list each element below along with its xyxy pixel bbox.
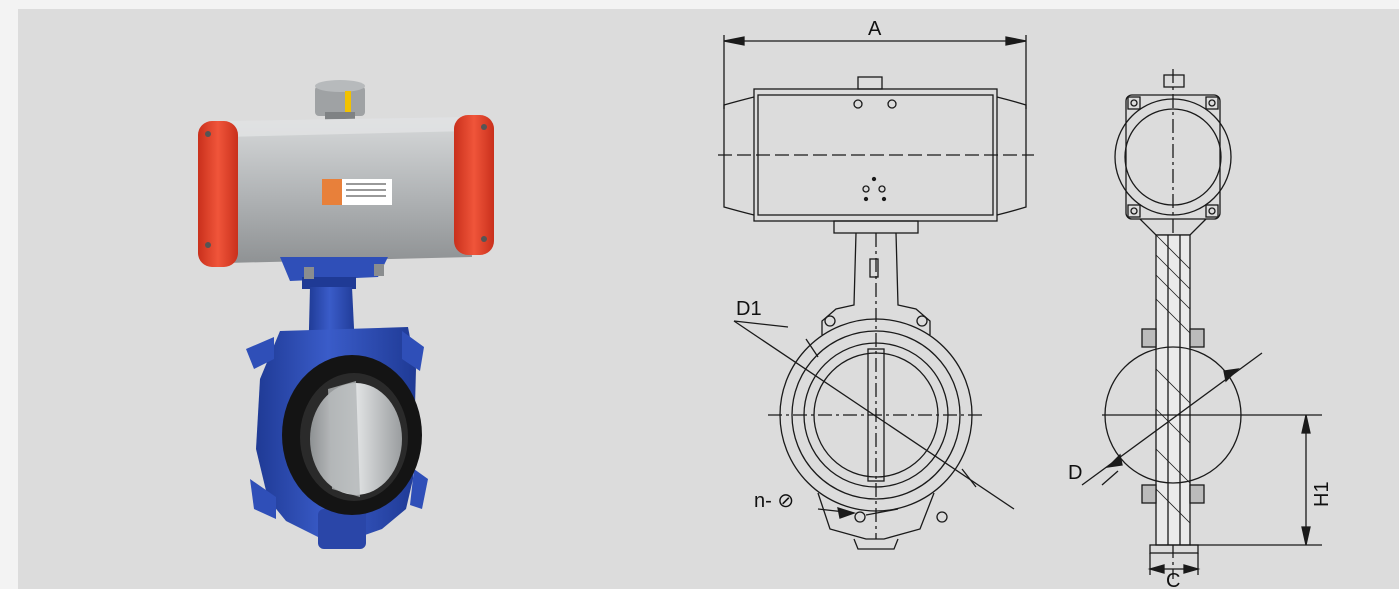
dim-label-n-bolt: n- ⊘: [754, 490, 794, 512]
nameplate: [322, 179, 392, 205]
position-indicator: [315, 80, 365, 122]
pneumatic-actuator: [198, 115, 494, 267]
dim-label-d: D: [1068, 462, 1082, 484]
dim-label-d1: D1: [736, 298, 762, 320]
front-view-actuator: [718, 76, 1034, 222]
side-view-dimensions: [1081, 352, 1322, 575]
front-view-dimensions: [723, 35, 1027, 519]
dim-label-c: C: [1166, 570, 1180, 589]
dim-label-h1: H1: [1311, 481, 1333, 507]
figure-canvas: A D1 n- ⊘ D H1 C: [18, 9, 1399, 589]
valve-product-photo: [198, 80, 494, 549]
valve-technical-drawing: A D1 n- ⊘ D H1 C: [718, 18, 1333, 589]
front-view-valve-body: [768, 220, 986, 550]
liner-and-disc: [282, 355, 422, 515]
dim-label-a: A: [868, 18, 882, 40]
side-view: [1102, 69, 1322, 579]
